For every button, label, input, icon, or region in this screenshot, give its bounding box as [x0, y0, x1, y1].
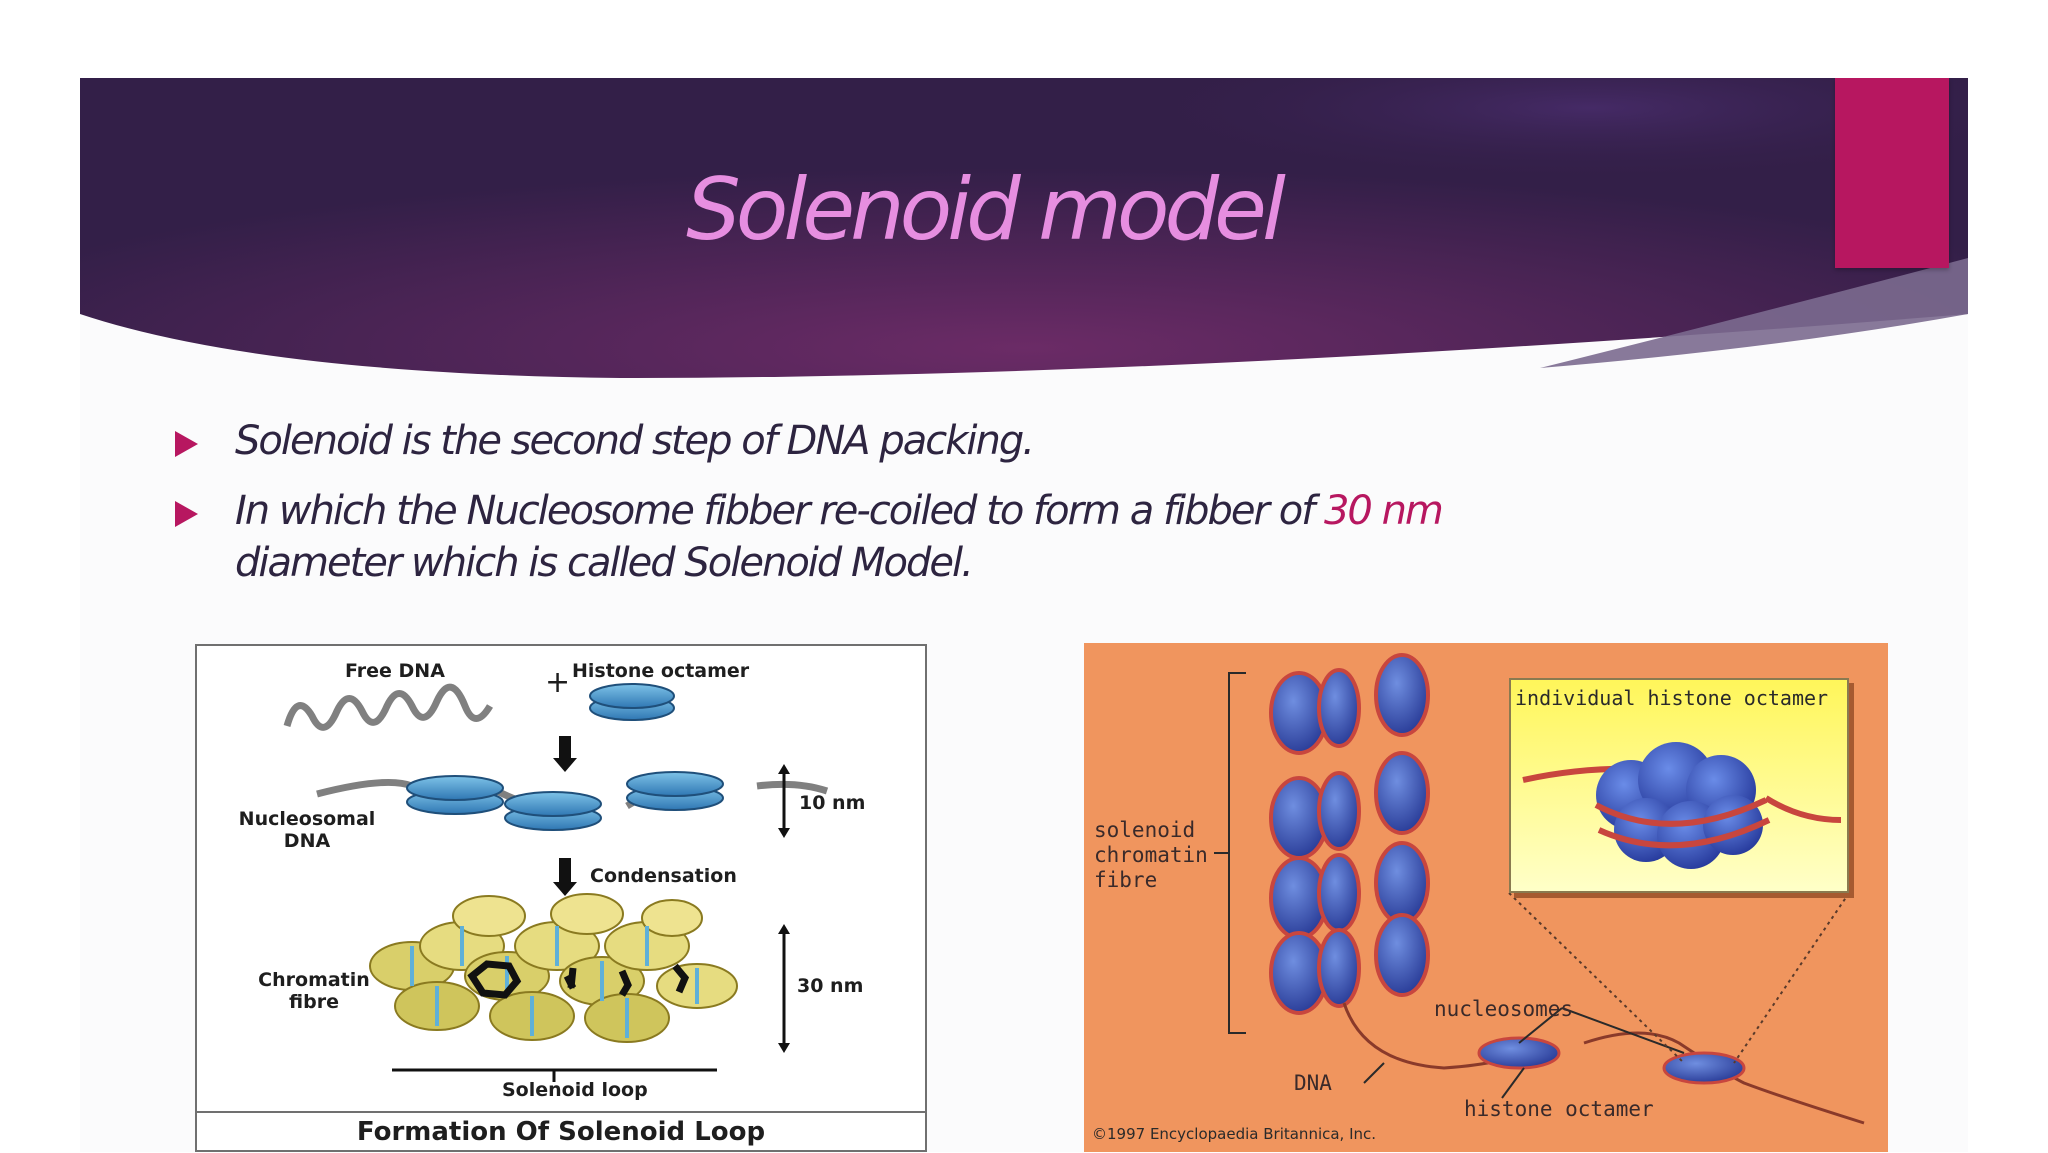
- bullet-item: In which the Nucleosome fibber re-coiled…: [175, 485, 1575, 589]
- bullet-text: In which the Nucleosome fibber re-coiled…: [235, 488, 1444, 586]
- free-dna-strand: [283, 683, 494, 731]
- histone-octamer-label: Histone octamer: [572, 660, 750, 682]
- solenoid-loop-label: Solenoid loop: [502, 1079, 648, 1101]
- size-30nm-label: 30 nm: [797, 975, 864, 997]
- solenoid-chromatin-figure: solenoid chromatin fibre individual hist…: [1084, 643, 1888, 1152]
- nucleosome-icon: [626, 771, 724, 811]
- nucleosomes-label: nucleosomes: [1434, 997, 1574, 1021]
- histone-octamer-icon: [589, 683, 675, 721]
- arrow-down-icon: [559, 736, 571, 760]
- inset-label: individual histone octamer: [1515, 686, 1829, 710]
- size-10nm-label: 10 nm: [799, 792, 866, 814]
- chromatin-fibre-icon: [369, 893, 738, 1043]
- slide-title: Solenoid model: [686, 160, 1286, 260]
- triangle-bullet-icon: [175, 501, 198, 527]
- histone-octamer-icon: [1522, 742, 1842, 869]
- bullet-list: Solenoid is the second step of DNA packi…: [175, 415, 1575, 607]
- label-line: DNA: [283, 830, 331, 852]
- condensation-label: Condensation: [590, 865, 737, 887]
- solenoid-formation-figure: Free DNA + Histone octamer Nucleosomal D…: [195, 644, 927, 1152]
- solenoid-formation-drawing: [283, 683, 829, 1082]
- arrow-down-icon: [559, 858, 571, 884]
- label-line: fibre: [1094, 868, 1158, 892]
- bullet-item: Solenoid is the second step of DNA packi…: [175, 415, 1575, 467]
- free-dna-label: Free DNA: [345, 660, 445, 682]
- bullet-text-part: In which the Nucleosome fibber re-coiled…: [235, 488, 1324, 534]
- solenoid-fibre-icon: [1269, 653, 1430, 1015]
- histone-octamer-label: histone octamer: [1464, 1097, 1654, 1121]
- triangle-bullet-icon: [175, 431, 198, 457]
- plus-sign: +: [545, 665, 571, 700]
- copyright-text: ©1997 Encyclopaedia Britannica, Inc.: [1092, 1125, 1377, 1143]
- dna-label: DNA: [1294, 1071, 1332, 1095]
- histone-octamer-inset: individual histone octamer: [1509, 678, 1849, 893]
- title-banner: [80, 78, 1968, 378]
- nucleosome-icon: [1477, 1036, 1746, 1085]
- nucleosome-icon: [406, 775, 504, 815]
- label-line: Nucleosomal: [238, 808, 376, 830]
- bullet-text-part: diameter which is called Solenoid Model.: [235, 540, 974, 586]
- nucleosomal-dna-label: Nucleosomal DNA: [237, 808, 377, 852]
- label-line: solenoid: [1094, 818, 1196, 842]
- highlight-value: 30 nm: [1323, 488, 1444, 534]
- solenoid-fibre-label: solenoid chromatin fibre: [1094, 818, 1208, 893]
- label-line: fibre: [289, 991, 339, 1013]
- solenoid-chromatin-drawing: [1214, 653, 1865, 1125]
- accent-tab: [1835, 78, 1949, 268]
- nucleosome-icon: [504, 791, 602, 831]
- figure-caption: Formation Of Solenoid Loop: [197, 1111, 925, 1153]
- label-line: chromatin: [1094, 843, 1208, 867]
- bullet-text: Solenoid is the second step of DNA packi…: [235, 418, 1035, 464]
- chromatin-fibre-label: Chromatin fibre: [249, 969, 379, 1013]
- label-line: Chromatin: [258, 969, 370, 991]
